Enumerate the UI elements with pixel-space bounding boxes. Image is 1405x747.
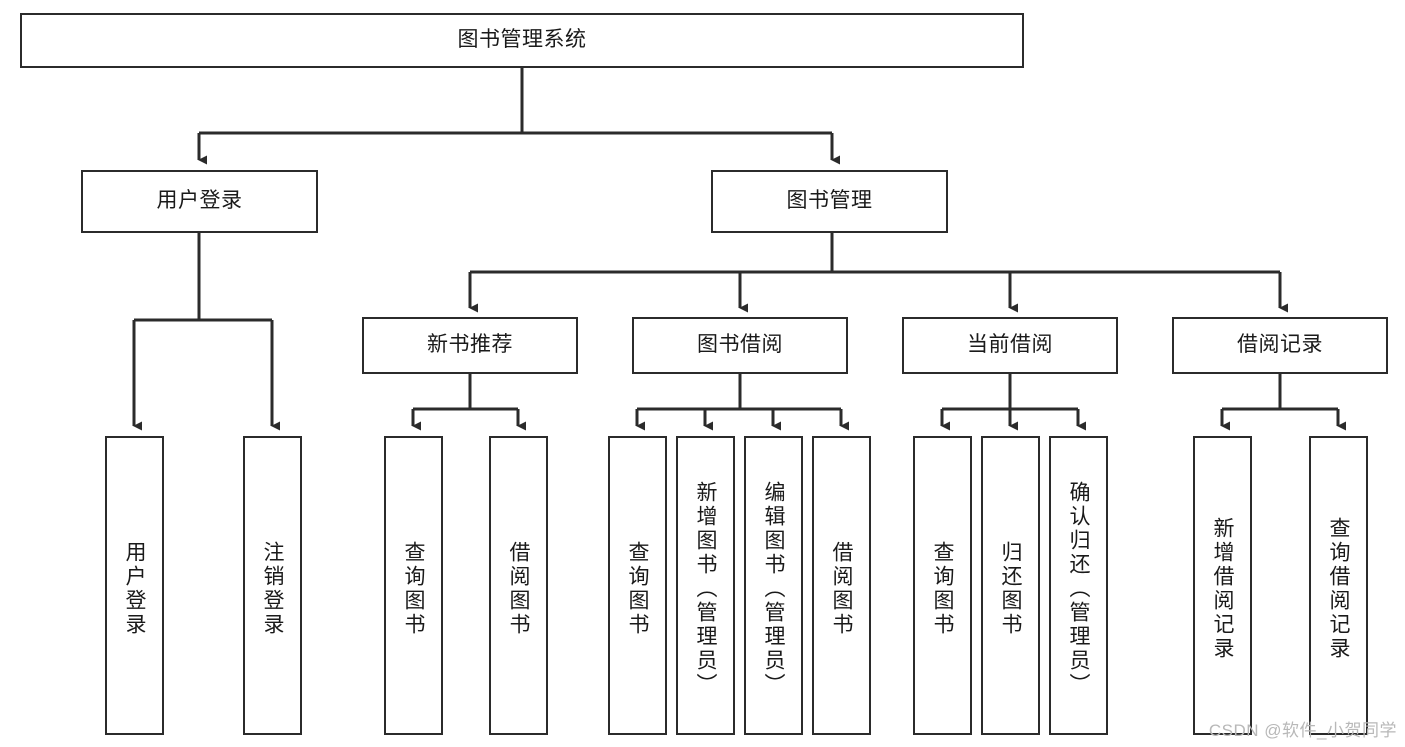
leaf-user-login-1[interactable]: 用户登录 [105, 436, 164, 735]
leaf-new-book-1[interactable]: 查询图书 [384, 436, 443, 735]
leaf-current-borrow-1[interactable]: 查询图书 [913, 436, 972, 735]
leaf-borrow-record-1-label: 新增借阅记录 [1211, 516, 1235, 661]
leaf-book-borrow-2-label: 新增图书（管理员） [694, 480, 718, 697]
leaf-user-login-1-label: 用户登录 [123, 540, 147, 637]
leaf-book-borrow-3-label: 编辑图书（管理员） [762, 480, 786, 697]
node-new-book-recommend[interactable]: 新书推荐 [362, 317, 578, 374]
leaf-current-borrow-3-label: 确认归还（管理员） [1067, 480, 1091, 697]
leaf-book-borrow-4[interactable]: 借阅图书 [812, 436, 871, 735]
node-book-borrow-label: 图书借阅 [697, 333, 783, 357]
node-book-management[interactable]: 图书管理 [711, 170, 948, 233]
leaf-borrow-record-2-label: 查询借阅记录 [1327, 516, 1351, 661]
node-borrow-record-label: 借阅记录 [1237, 333, 1323, 357]
leaf-user-login-2[interactable]: 注销登录 [243, 436, 302, 735]
node-user-login-label: 用户登录 [156, 189, 243, 213]
leaf-current-borrow-2[interactable]: 归还图书 [981, 436, 1040, 735]
leaf-book-borrow-4-label: 借阅图书 [830, 540, 854, 637]
leaf-borrow-record-2[interactable]: 查询借阅记录 [1309, 436, 1368, 735]
leaf-new-book-2[interactable]: 借阅图书 [489, 436, 548, 735]
node-book-management-label: 图书管理 [786, 189, 873, 213]
node-root-label: 图书管理系统 [457, 28, 587, 52]
node-current-borrow-label: 当前借阅 [967, 333, 1053, 357]
leaf-user-login-2-label: 注销登录 [261, 540, 285, 637]
leaf-current-borrow-2-label: 归还图书 [999, 540, 1023, 637]
leaf-book-borrow-3[interactable]: 编辑图书（管理员） [744, 436, 803, 735]
leaf-new-book-1-label: 查询图书 [402, 540, 426, 637]
node-new-book-recommend-label: 新书推荐 [427, 333, 513, 357]
leaf-current-borrow-3[interactable]: 确认归还（管理员） [1049, 436, 1108, 735]
leaf-current-borrow-1-label: 查询图书 [931, 540, 955, 637]
node-user-login[interactable]: 用户登录 [81, 170, 318, 233]
leaf-book-borrow-1-label: 查询图书 [626, 540, 650, 637]
leaf-borrow-record-1[interactable]: 新增借阅记录 [1193, 436, 1252, 735]
node-root[interactable]: 图书管理系统 [20, 13, 1024, 68]
leaf-book-borrow-1[interactable]: 查询图书 [608, 436, 667, 735]
node-borrow-record[interactable]: 借阅记录 [1172, 317, 1388, 374]
node-book-borrow[interactable]: 图书借阅 [632, 317, 848, 374]
leaf-new-book-2-label: 借阅图书 [507, 540, 531, 637]
node-current-borrow[interactable]: 当前借阅 [902, 317, 1118, 374]
leaf-book-borrow-2[interactable]: 新增图书（管理员） [676, 436, 735, 735]
